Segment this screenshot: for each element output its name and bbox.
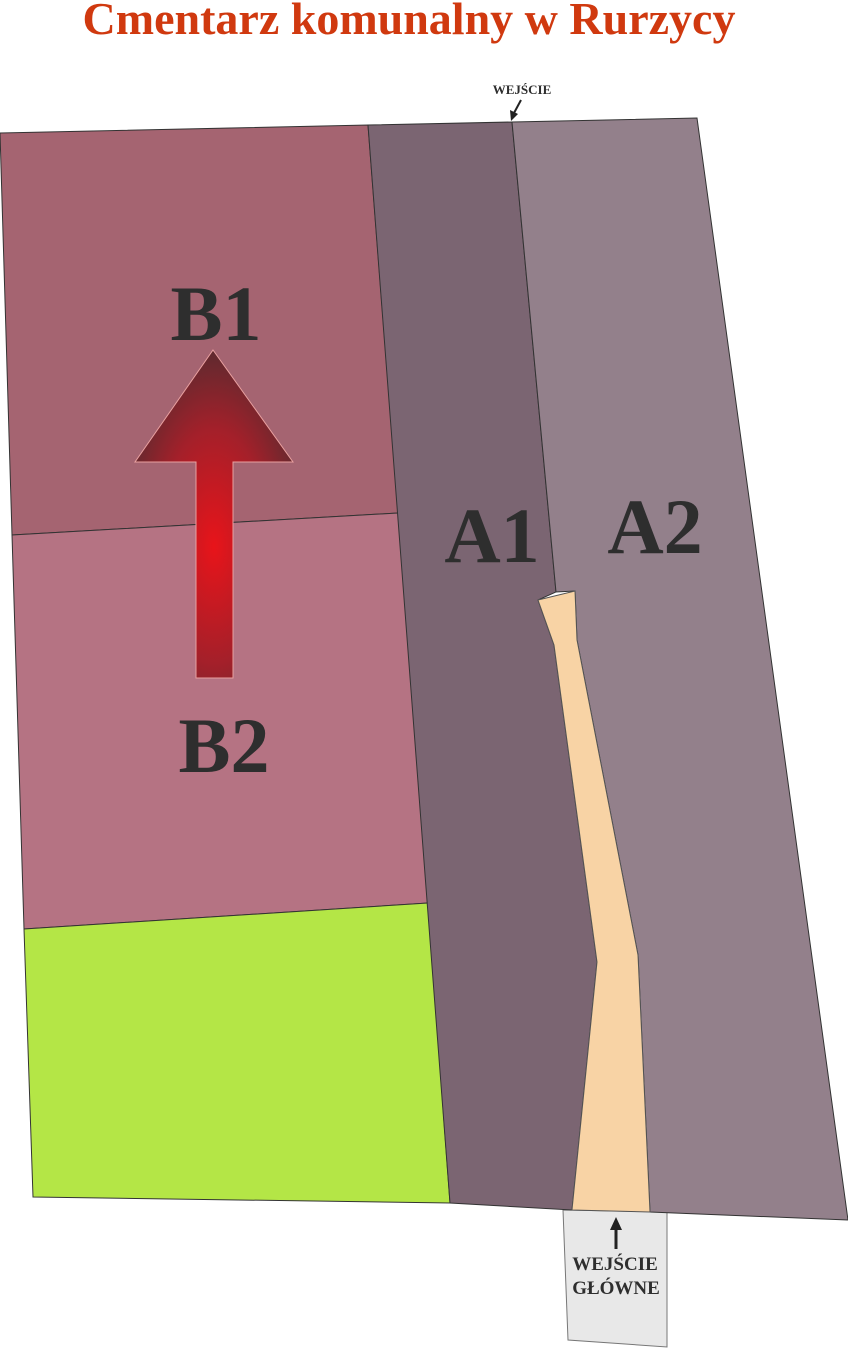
label-a2: A2: [607, 483, 702, 570]
up-arrow-icon: [134, 349, 294, 679]
label-side-entrance: WEJŚCIE: [493, 82, 552, 97]
label-b2: B2: [178, 702, 269, 789]
map-title: Cmentarz komunalny w Rurzycy: [82, 0, 736, 44]
main-path: [537, 590, 651, 1213]
label-b1: B1: [170, 270, 261, 357]
section-green[interactable]: [23, 902, 451, 1204]
label-a1: A1: [444, 492, 539, 579]
side-entrance-arrow-icon: [510, 99, 522, 121]
label-main-entrance-line2: GŁÓWNE: [572, 1277, 660, 1299]
label-main-entrance-line1: WEJŚCIE: [572, 1253, 658, 1275]
main-entrance-arrow-icon: [610, 1217, 622, 1249]
